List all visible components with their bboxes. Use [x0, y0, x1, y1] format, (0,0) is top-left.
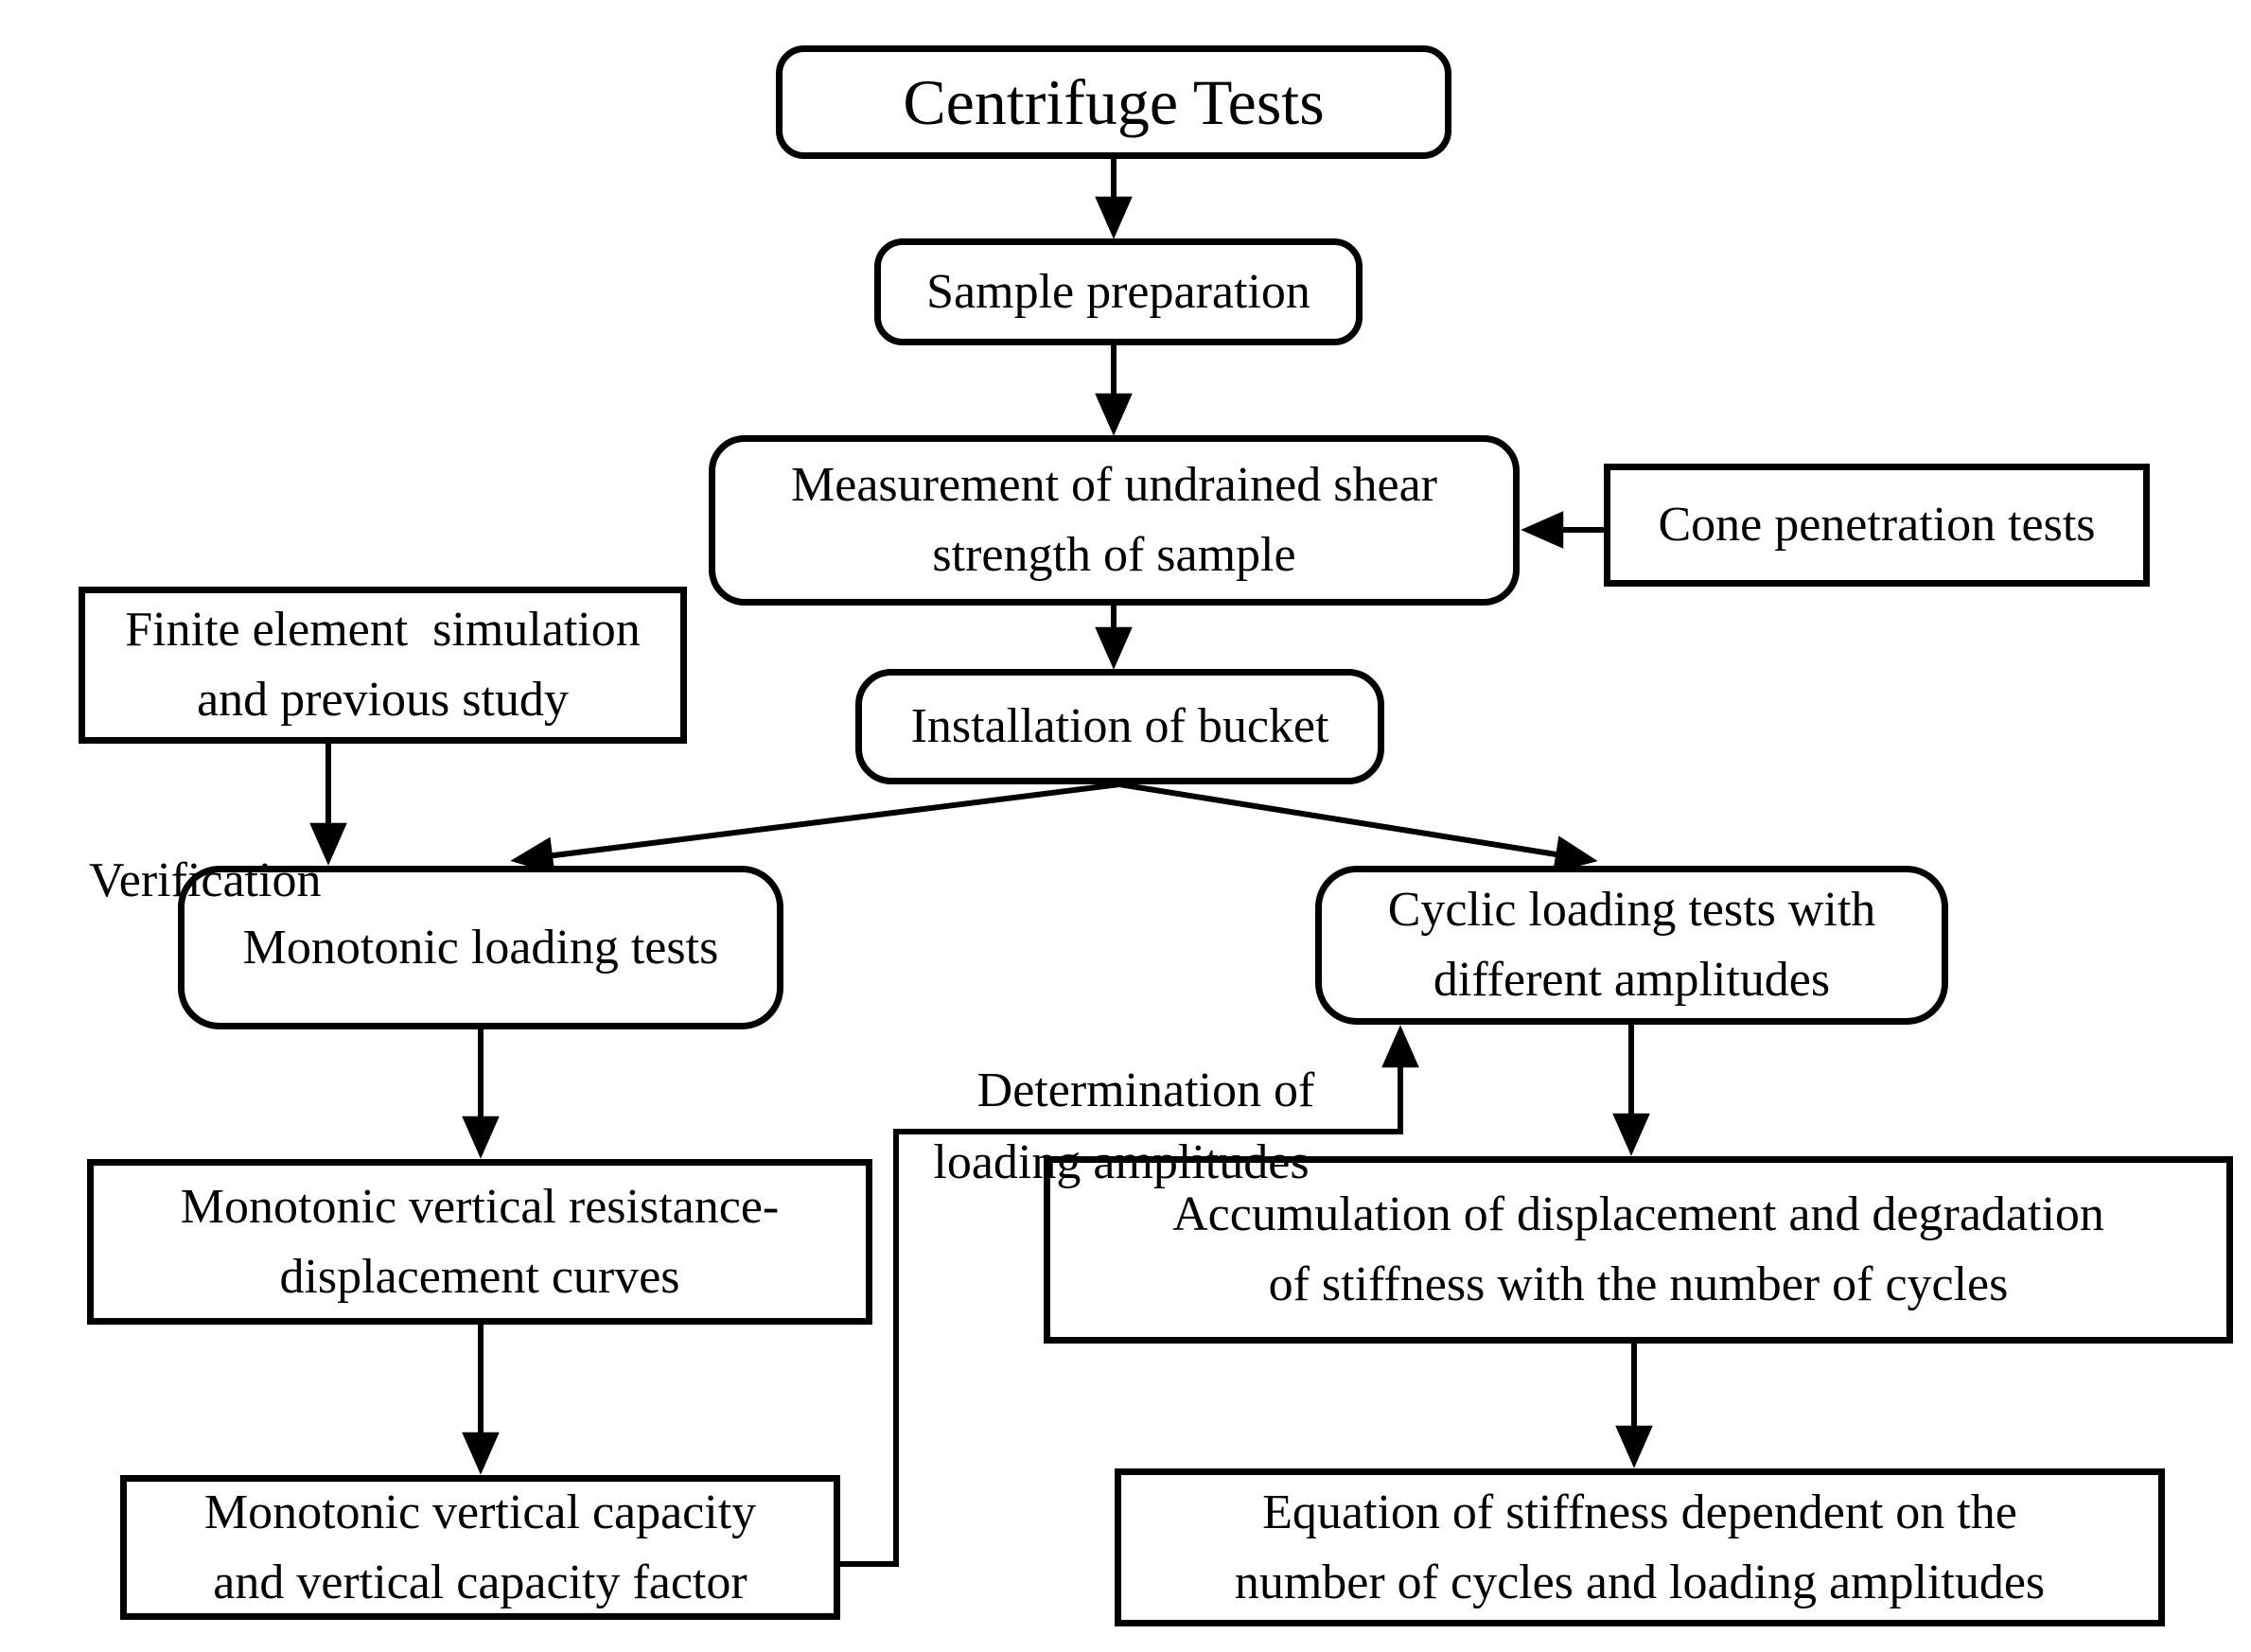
edge-installation-to-cyclic [1118, 782, 1598, 873]
determination-label: Determination of loading amplitudes [899, 984, 1344, 1270]
node-finite-element-simulation-label: Finite element simulation and previous s… [125, 603, 641, 727]
node-installation-of-bucket-label: Installation of bucket [910, 699, 1329, 754]
node-finite-element-simulation: Finite element simulation and previous s… [79, 587, 687, 744]
node-sample-preparation-label: Sample preparation [926, 264, 1310, 319]
node-centrifuge-tests: Centrifuge Tests [776, 45, 1451, 159]
node-monotonic-vertical-capacity-label: Monotonic vertical capacity and vertical… [203, 1485, 757, 1609]
node-cyclic-loading-tests: Cyclic loading tests with different ampl… [1315, 866, 1948, 1025]
node-measurement-undrained-shear: Measurement of undrained shear strength … [709, 435, 1520, 606]
node-monotonic-resistance-displacement-curves: Monotonic vertical resistance- displacem… [87, 1159, 872, 1325]
edge-capacity-to-cyclic-determination [840, 1025, 1419, 1567]
node-monotonic-resistance-displacement-curves-label: Monotonic vertical resistance- displacem… [180, 1179, 780, 1304]
node-cone-penetration-tests-label: Cone penetration tests [1658, 498, 2096, 553]
node-installation-of-bucket: Installation of bucket [855, 669, 1384, 784]
node-cyclic-loading-tests-label: Cyclic loading tests with different ampl… [1387, 883, 1876, 1007]
node-monotonic-loading-tests: Monotonic loading tests [178, 866, 783, 1029]
node-accumulation-displacement-degradation: Accumulation of displacement and degrada… [1044, 1156, 2233, 1344]
verification-label-text: Verification [89, 853, 322, 908]
verification-label: Verification [40, 774, 321, 988]
node-accumulation-displacement-degradation-label: Accumulation of displacement and degrada… [1172, 1187, 2104, 1311]
determination-label-text: Determination of loading amplitudes [933, 1063, 1315, 1189]
node-equation-of-stiffness: Equation of stiffness dependent on the n… [1115, 1468, 2165, 1626]
node-measurement-undrained-shear-label: Measurement of undrained shear strength … [791, 458, 1437, 582]
node-equation-of-stiffness-label: Equation of stiffness dependent on the n… [1234, 1485, 2046, 1609]
node-monotonic-loading-tests-label: Monotonic loading tests [242, 920, 719, 975]
edge-installation-to-monotonic [510, 782, 1120, 874]
node-sample-preparation: Sample preparation [874, 238, 1363, 345]
node-centrifuge-tests-label: Centrifuge Tests [903, 65, 1325, 138]
node-monotonic-vertical-capacity: Monotonic vertical capacity and vertical… [120, 1475, 840, 1620]
node-cone-penetration-tests: Cone penetration tests [1604, 464, 2150, 587]
